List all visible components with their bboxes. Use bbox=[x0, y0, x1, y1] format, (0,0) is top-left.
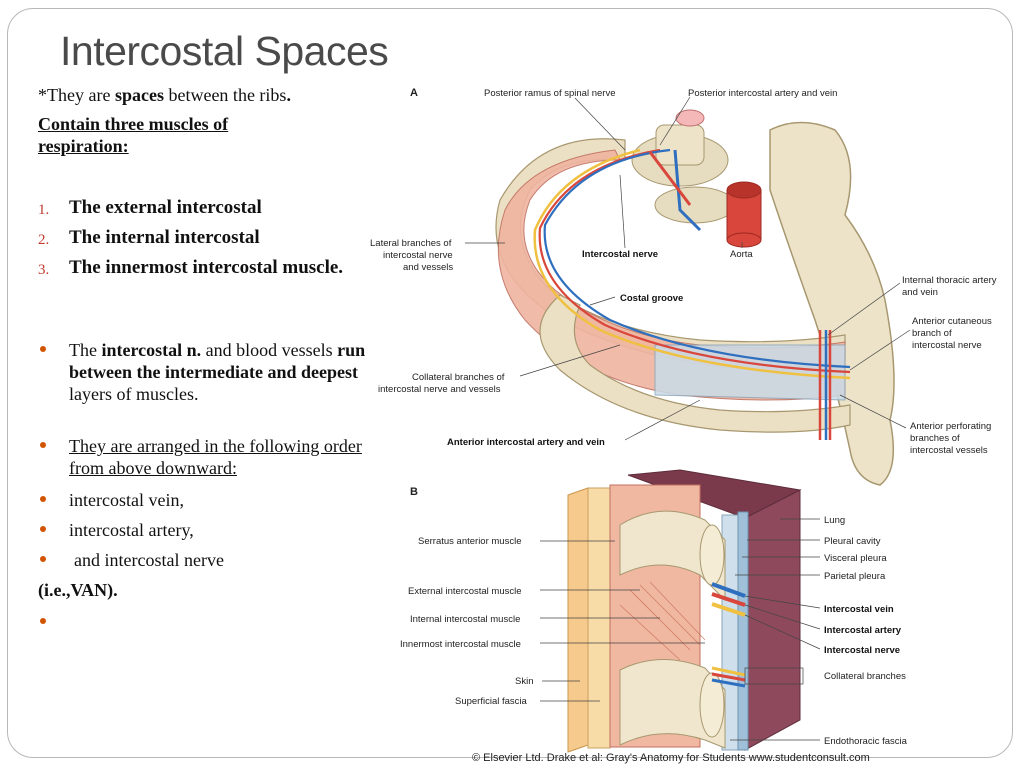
intercostal-nerve-path bbox=[533, 148, 851, 380]
bullet-order: They are arranged in the following order… bbox=[69, 436, 362, 478]
muscle-number-3: 3. bbox=[38, 262, 50, 278]
panel-a-leaders bbox=[465, 96, 911, 441]
figure-credit: © Elsevier Ltd. Drake et al: Gray's Anat… bbox=[472, 752, 870, 764]
bullet-dot bbox=[40, 556, 46, 562]
label-external-intercostal: External intercostal muscle bbox=[408, 586, 522, 597]
intercostal-vein-path bbox=[543, 148, 851, 369]
label-collateral-2: intercostal nerve and vessels bbox=[378, 384, 501, 395]
label-pleural-cavity: Pleural cavity bbox=[824, 536, 881, 547]
label-intercostal-nerve-a: Intercostal nerve bbox=[582, 249, 658, 260]
bullet-nerve: and intercostal nerve bbox=[74, 550, 224, 570]
intro-pre: They are bbox=[47, 85, 115, 105]
label-internal-thoracic-2: and vein bbox=[902, 287, 938, 298]
label-superficial-fascia: Superficial fascia bbox=[455, 696, 528, 707]
label-posterior-artery-vein: Posterior intercostal artery and vein bbox=[688, 88, 837, 99]
label-lateral-branches-3: and vessels bbox=[403, 262, 453, 273]
costal-cartilage bbox=[654, 344, 846, 401]
label-anterior-artery-vein: Anterior intercostal artery and vein bbox=[447, 437, 605, 448]
label-anterior-perforating-3: intercostal vessels bbox=[910, 445, 988, 456]
muscle-item-3: The innermost intercostal muscle. bbox=[69, 257, 344, 278]
bullet-dot bbox=[40, 526, 46, 532]
label-anterior-cutaneous-2: branch of bbox=[912, 328, 952, 339]
label-endothoracic-fascia: Endothoracic fascia bbox=[824, 736, 908, 747]
label-intercostal-artery: Intercostal artery bbox=[824, 625, 902, 636]
bullet-intercostal-n: The intercostal n. and blood vessels run… bbox=[69, 340, 366, 404]
posterior-artery bbox=[648, 151, 692, 206]
label-posterior-ramus: Posterior ramus of spinal nerve bbox=[484, 88, 615, 99]
label-collateral-branches: Collateral branches bbox=[824, 671, 906, 682]
muscle-number-2: 2. bbox=[38, 232, 50, 248]
muscle-item-2: The internal intercostal bbox=[69, 227, 260, 248]
intro-bold: spaces bbox=[114, 85, 164, 105]
intro-line: *They are spaces between the ribs. bbox=[38, 84, 291, 106]
label-costal-groove: Costal groove bbox=[620, 293, 683, 304]
muscle-number-1: 1. bbox=[38, 202, 50, 218]
bullet-dot bbox=[40, 442, 46, 448]
asterisk-mark: * bbox=[38, 85, 47, 105]
label-intercostal-nerve-b: Intercostal nerve bbox=[824, 645, 900, 656]
label-internal-thoracic-1: Internal thoracic artery bbox=[902, 275, 997, 286]
bullet-dot bbox=[40, 496, 46, 502]
aorta bbox=[726, 181, 762, 248]
label-anterior-cutaneous-1: Anterior cutaneous bbox=[912, 316, 992, 327]
label-lateral-branches-1: Lateral branches of bbox=[370, 238, 452, 249]
panel-b-leaders bbox=[540, 518, 821, 741]
intro-end: . bbox=[286, 85, 291, 105]
muscles-heading: Contain three muscles of respiration: bbox=[38, 114, 229, 156]
label-skin: Skin bbox=[515, 676, 533, 687]
panel-b-letter: B bbox=[410, 486, 418, 498]
rib-lower bbox=[539, 294, 851, 433]
bullet-artery: intercostal artery, bbox=[69, 520, 194, 540]
bullet-dot-empty bbox=[40, 618, 46, 624]
label-anterior-perforating-2: branches of bbox=[910, 433, 960, 444]
label-anterior-perforating-1: Anterior perforating bbox=[910, 421, 991, 432]
label-parietal-pleura: Parietal pleura bbox=[824, 571, 886, 582]
label-anterior-cutaneous-3: intercostal nerve bbox=[912, 340, 982, 351]
label-internal-intercostal: Internal intercostal muscle bbox=[410, 614, 520, 625]
label-innermost-intercostal: Innermost intercostal muscle bbox=[400, 639, 521, 650]
label-intercostal-vein: Intercostal vein bbox=[824, 604, 894, 615]
intro-post: between the ribs bbox=[163, 85, 287, 105]
slide-title: Intercostal Spaces bbox=[60, 28, 389, 74]
panel-a-letter: A bbox=[410, 87, 418, 99]
label-aorta: Aorta bbox=[730, 249, 753, 260]
posterior-vein bbox=[673, 149, 702, 232]
label-lung: Lung bbox=[824, 515, 845, 526]
internal-thoracic-vessels bbox=[818, 330, 832, 440]
label-collateral-1: Collateral branches of bbox=[412, 372, 505, 383]
van-summary: (i.e.,VAN). bbox=[38, 580, 118, 600]
vertebra bbox=[631, 109, 736, 224]
bullet-vein: intercostal vein, bbox=[69, 490, 184, 510]
bullet-dot bbox=[40, 346, 46, 352]
label-visceral-pleura: Visceral pleura bbox=[824, 553, 887, 564]
tissue-block bbox=[567, 469, 802, 753]
label-serratus: Serratus anterior muscle bbox=[418, 536, 521, 547]
muscle-item-1: The external intercostal bbox=[69, 197, 262, 218]
collateral-bracket bbox=[744, 667, 804, 685]
label-lateral-branches-2: intercostal nerve bbox=[383, 250, 453, 261]
intercostal-artery-path bbox=[538, 148, 851, 374]
